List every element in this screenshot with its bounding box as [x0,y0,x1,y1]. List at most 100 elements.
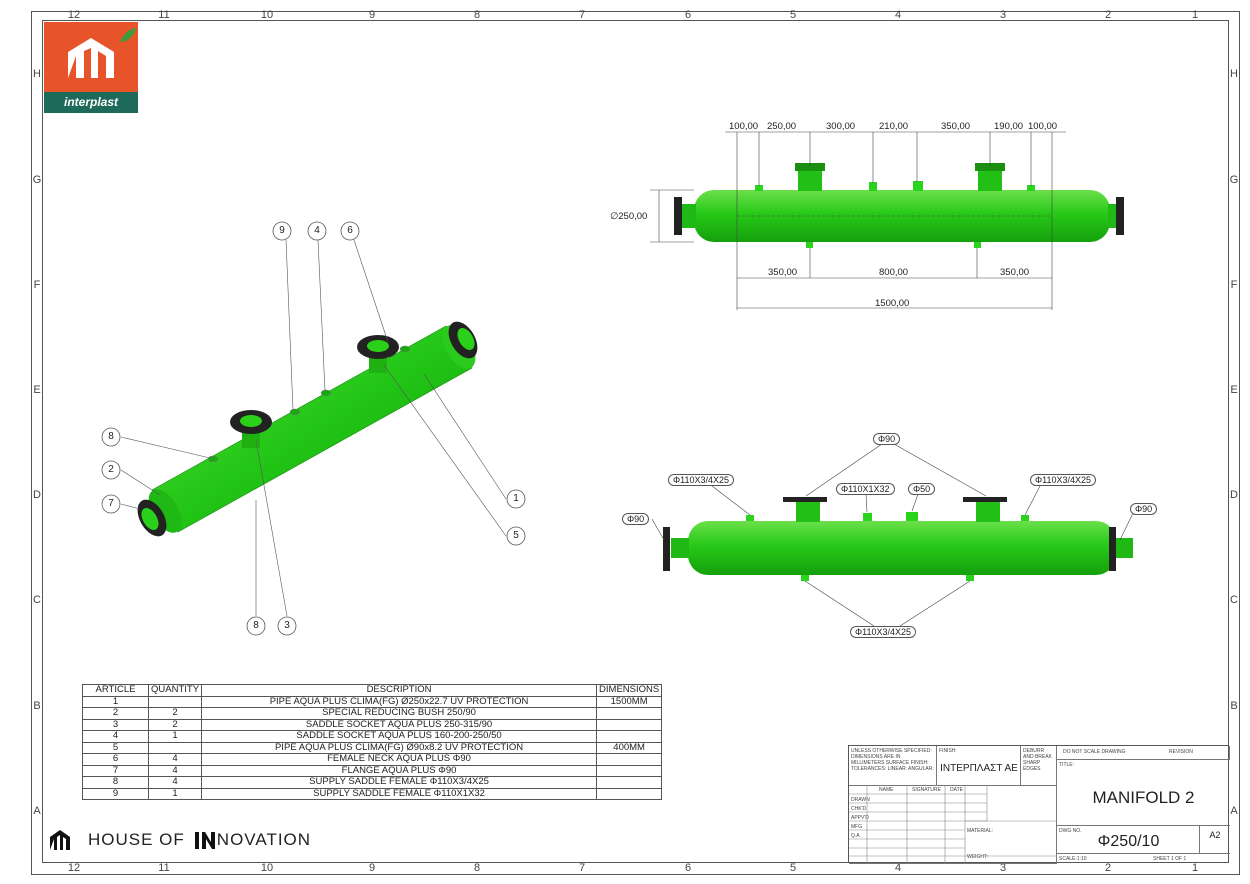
zone-col-top: 12 [67,9,81,21]
zone-col-top: 3 [999,9,1007,21]
zone-col-bottom: 6 [684,862,692,874]
tb-date-col: DATE [950,787,963,793]
callout-left-saddle: Φ110X3/4X25 [668,474,735,486]
bom-cell: 6 [82,753,149,766]
bom-cell [596,787,663,800]
zone-col-bottom: 5 [789,862,797,874]
balloon-8 [101,427,121,447]
tb-title-label: TITLE: [1059,762,1075,768]
bom-cell: SADDLE SOCKET AQUA PLUS 250-315/90 [201,718,598,731]
zone-row-left: E [33,384,41,396]
balloon-label: 8 [108,431,114,442]
tb-approvals: NAME SIGNATURE DATE DRAWN CHK'D APPV'D M… [849,786,1057,864]
tb-deburr-text: DEBURR AND BREAK SHARP EDGES [1023,748,1052,772]
tb-notes-text: UNLESS OTHERWISE SPECIFIED: DIMENSIONS A… [851,748,934,772]
bom-cell: SUPPLY SADDLE FEMALE Φ110X3/4X25 [201,776,598,789]
dim-spacing: 100,00 [729,121,759,132]
tb-finish: FINISH: [937,746,1021,786]
tb-finish-label: FINISH: [939,748,957,754]
bom-cell: SPECIAL REDUCING BUSH 250/90 [201,707,598,720]
balloon-6 [340,221,360,241]
zone-col-bottom: 4 [894,862,902,874]
zone-row-right: F [1230,279,1238,291]
tb-revision: REVISION [1169,749,1193,755]
balloon-label: 1 [513,493,519,504]
zone-col-bottom: 11 [158,862,170,874]
tb-deburr: DEBURR AND BREAK SHARP EDGES [1021,746,1057,786]
bom-header: DIMENSIONS [596,684,663,697]
dim-spacing: 100,00 [1028,121,1058,132]
tb-company: ΙΝΤΕΡΠΛΑΣΤ ΑΕ [940,763,1018,774]
top-view [650,131,1124,310]
callout-right-saddle: Φ110X3/4X25 [1030,474,1097,486]
tb-notes: UNLESS OTHERWISE SPECIFIED: DIMENSIONS A… [849,746,937,786]
zone-col-top: 1 [1191,9,1199,21]
front-main-pipe [688,521,1116,575]
front-view [651,443,1135,627]
tb-role: Q.A [851,833,860,839]
balloon-1 [506,489,526,509]
zone-row-left: H [33,68,41,80]
sheet-border-inner [42,20,1229,863]
tb-sheet: SHEET 1 OF 1 [1153,856,1187,862]
balloon-label: 9 [279,225,285,236]
bom-cell: 1500MM [596,695,663,708]
balloon-label: 7 [108,498,114,509]
top-flange-left [795,163,825,171]
zone-col-top: 8 [473,9,481,21]
tb-signature-col: SIGNATURE [912,787,941,793]
bom-cell: 2 [82,707,149,720]
front-flange-left [783,497,827,502]
dim-lower: 350,00 [1000,267,1030,278]
callout-mid-saddle: Φ110X1X32 [836,483,895,495]
zone-col-top: 5 [789,9,797,21]
balloon-7 [101,494,121,514]
zone-row-right: G [1229,174,1239,186]
bom-cell: FLANGE AQUA PLUS Φ90 [201,764,598,777]
tb-weight-label: WEIGHT: [967,854,988,860]
tb-approval-grid [849,786,1057,864]
bom-cell: 7 [82,764,149,777]
balloon-9 [272,221,292,241]
dim-lower: 350,00 [768,267,798,278]
bom-cell [147,695,203,708]
zone-col-bottom: 9 [368,862,376,874]
bom-cell: 8 [82,776,149,789]
house-icon [50,830,70,850]
zone-row-left: C [33,594,41,606]
tb-name-col: NAME [879,787,894,793]
bom-header: ARTICLE [82,684,149,697]
zone-row-left: F [33,279,41,291]
bom-cell: FEMALE NECK AQUA PLUS Φ90 [201,753,598,766]
bom-cell: 1 [147,787,203,800]
bom-cell [596,753,663,766]
callout-left-end: Φ90 [622,513,650,525]
interplast-logo: interplast [44,22,138,113]
zone-row-right: C [1230,594,1238,606]
dim-spacing: 250,00 [767,121,797,132]
callout-right-end: Φ90 [1130,503,1158,515]
zone-row-left: B [33,700,41,712]
bom-cell: 4 [147,764,203,777]
bom-cell: PIPE AQUA PLUS CLIMA(FG) Ø250x22.7 UV PR… [201,695,598,708]
zone-col-bottom: 1 [1191,862,1199,874]
tb-do-not-scale: DO NOT SCALE DRAWING [1063,749,1126,755]
dim-diameter: ∅250,00 [610,211,648,222]
sheet-border-outer [31,11,1240,875]
bill-of-materials: ARTICLE QUANTITY DESCRIPTION DIMENSIONS … [82,684,663,800]
leaf-icon [120,28,136,42]
iso-saddle [207,455,219,463]
tb-dwg-label: DWG NO. [1059,828,1082,834]
bom-header: DESCRIPTION [201,684,598,697]
bom-header: QUANTITY [147,684,203,697]
bom-cell: SUPPLY SADDLE FEMALE Φ110X1X32 [201,787,598,800]
logo-mark [44,22,138,92]
zone-col-bottom: 12 [67,862,81,874]
zone-col-bottom: 8 [473,862,481,874]
zone-row-left: G [32,174,42,186]
dim-spacing: 350,00 [941,121,971,132]
brand-text-part2: NOVATION [216,830,312,849]
